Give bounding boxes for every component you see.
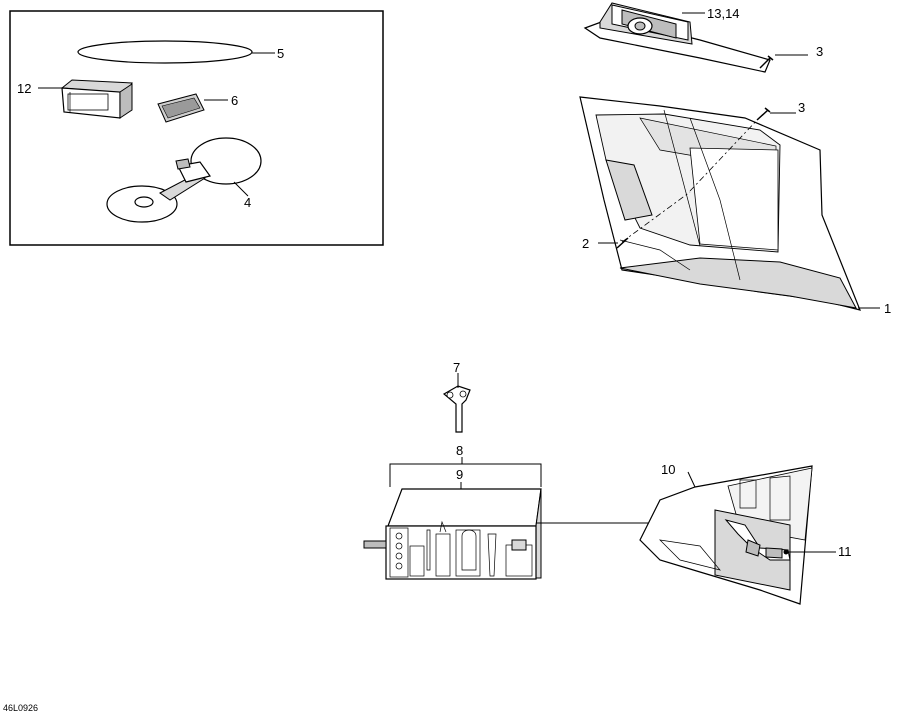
part-12-holder[interactable] bbox=[60, 79, 133, 119]
callout-10: 10 bbox=[661, 462, 675, 477]
callout-3b: 3 bbox=[798, 100, 805, 115]
leader-10 bbox=[687, 471, 696, 488]
part-5-o-ring[interactable] bbox=[77, 40, 253, 64]
callout-13-14: 13,14 bbox=[707, 6, 740, 21]
part-11-clip[interactable] bbox=[724, 519, 791, 561]
leader-4 bbox=[233, 181, 249, 197]
part-4-suction-cup[interactable] bbox=[106, 137, 262, 223]
callout-6: 6 bbox=[231, 93, 238, 108]
part-9-tool-kit[interactable] bbox=[363, 488, 542, 580]
callout-9: 9 bbox=[456, 467, 463, 482]
part-7-wrench[interactable] bbox=[442, 385, 471, 433]
axis-line bbox=[689, 116, 761, 192]
part-3-screw-lower[interactable] bbox=[756, 107, 771, 121]
callout-2: 2 bbox=[582, 236, 589, 251]
part-6-filter[interactable] bbox=[157, 93, 205, 123]
callout-3a: 3 bbox=[816, 44, 823, 59]
bracket-8 bbox=[389, 463, 542, 487]
callout-4: 4 bbox=[244, 195, 251, 210]
callout-5: 5 bbox=[277, 46, 284, 61]
part-3-screw-upper[interactable] bbox=[759, 55, 774, 69]
callout-8: 8 bbox=[456, 443, 463, 458]
part-13-14-latch[interactable] bbox=[583, 2, 771, 73]
part-2-rivet[interactable] bbox=[616, 237, 629, 249]
part-10-compartment[interactable] bbox=[639, 465, 813, 605]
callout-11: 11 bbox=[838, 544, 852, 559]
callout-12: 12 bbox=[17, 81, 31, 96]
part-1-side-panel[interactable] bbox=[579, 96, 861, 311]
diagram-code: 46L0926 bbox=[3, 703, 38, 713]
callout-1: 1 bbox=[884, 301, 891, 316]
callout-7: 7 bbox=[453, 360, 460, 375]
axis-line-lower bbox=[621, 191, 691, 243]
